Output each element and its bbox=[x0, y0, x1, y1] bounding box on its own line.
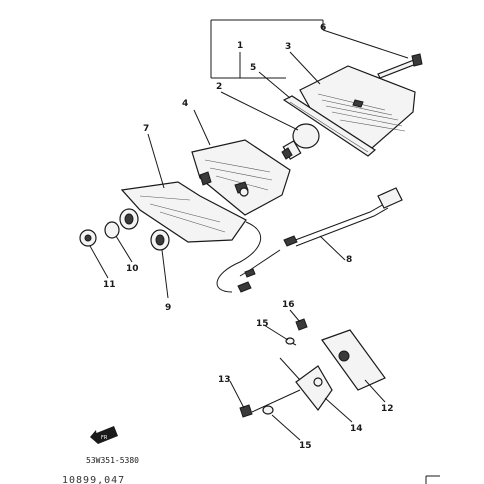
callout-13: 13 bbox=[218, 375, 231, 385]
grommet-set bbox=[79, 208, 170, 251]
callout-labels: 1 2 3 4 5 6 7 8 9 10 11 12 13 14 15 15 1… bbox=[103, 23, 394, 451]
part-code-label: 53W351-5380 bbox=[86, 456, 139, 465]
callout-6: 6 bbox=[320, 23, 326, 33]
callout-3: 3 bbox=[285, 42, 291, 52]
lens-screw bbox=[322, 29, 423, 79]
tail-light-lens bbox=[299, 65, 416, 149]
callout-leaders bbox=[89, 51, 386, 441]
callout-7: 7 bbox=[143, 124, 149, 134]
grouping-brackets bbox=[210, 19, 324, 79]
license-light-bracket bbox=[279, 339, 333, 412]
tail-light-bulb bbox=[281, 123, 320, 160]
tail-light-housing bbox=[191, 139, 291, 216]
callout-15-upper: 15 bbox=[256, 319, 269, 329]
fasteners bbox=[239, 318, 308, 418]
callout-12: 12 bbox=[381, 404, 394, 414]
tail-light-base bbox=[120, 181, 247, 243]
svg-text:FR: FR bbox=[101, 435, 108, 441]
callout-10: 10 bbox=[126, 264, 139, 274]
license-light bbox=[321, 329, 386, 391]
callout-2: 2 bbox=[216, 82, 222, 92]
serial-label: 10899,047 bbox=[62, 475, 125, 484]
callout-5: 5 bbox=[250, 63, 256, 73]
callout-8: 8 bbox=[346, 255, 352, 265]
wiring-harness bbox=[216, 187, 403, 293]
callout-4: 4 bbox=[182, 99, 188, 109]
callout-9: 9 bbox=[165, 303, 171, 313]
front-arrow-badge-icon: FR bbox=[90, 426, 118, 444]
callout-11: 11 bbox=[103, 280, 116, 290]
corner-crop-mark bbox=[425, 475, 440, 484]
callout-1: 1 bbox=[237, 41, 243, 51]
callout-16: 16 bbox=[282, 300, 295, 310]
callout-14: 14 bbox=[350, 424, 363, 434]
callout-15-lower: 15 bbox=[299, 441, 312, 451]
